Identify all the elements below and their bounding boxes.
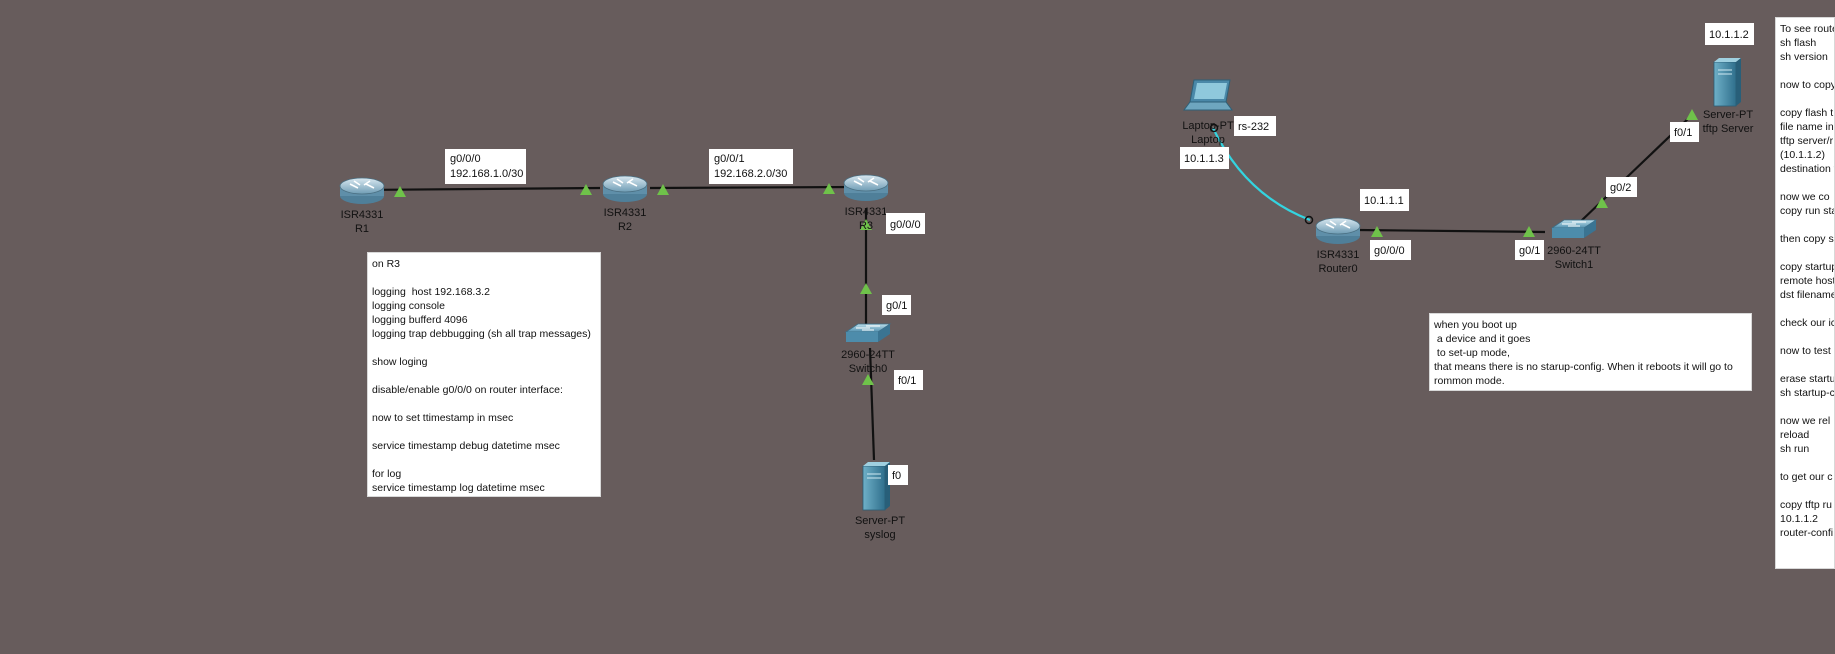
svg-text:10.1.1.3: 10.1.1.3: [1184, 153, 1224, 165]
svg-text:g0/1: g0/1: [1519, 245, 1540, 257]
device-model: Server-PT: [1703, 109, 1753, 121]
device-switch1[interactable]: 2960-24TT Switch1: [1547, 219, 1601, 271]
server-icon: [862, 461, 891, 511]
device-router0[interactable]: ISR4331 Router0: [1315, 217, 1361, 275]
note-r3-logging[interactable]: on R3 logging host 192.168.3.2 logging c…: [367, 252, 601, 497]
server-icon: [1713, 57, 1742, 107]
network-label: 192.168.2.0/30: [714, 168, 787, 180]
device-model: ISR4331: [1317, 249, 1360, 261]
console-port-laptop: [1209, 123, 1219, 133]
device-r3[interactable]: ISR4331 R3: [843, 174, 889, 232]
device-model: ISR4331: [845, 206, 888, 218]
label-syslog-port[interactable]: f0: [888, 465, 908, 485]
device-model: Laptop-PT: [1182, 120, 1234, 132]
network-label: 192.168.1.0/30: [450, 168, 523, 180]
switch-icon: [1551, 219, 1597, 239]
svg-text:rs-232: rs-232: [1238, 121, 1269, 133]
cable-r2-r3[interactable]: [649, 185, 859, 190]
svg-text:10.1.1.2: 10.1.1.2: [1709, 29, 1749, 41]
link-up-icon: [394, 186, 406, 197]
device-name: Laptop: [1191, 134, 1225, 146]
device-model: 2960-24TT: [1547, 245, 1601, 257]
device-name: Switch0: [849, 363, 888, 375]
console-port-router0: [1304, 215, 1314, 225]
svg-text:g0/2: g0/2: [1610, 182, 1631, 194]
device-laptop[interactable]: Laptop-PT Laptop: [1182, 79, 1234, 146]
device-name: R3: [859, 220, 873, 232]
svg-text:f0/1: f0/1: [898, 375, 916, 387]
note-boot-modes[interactable]: when you boot up a device and it goes to…: [1429, 313, 1752, 391]
device-model: ISR4331: [341, 209, 384, 221]
link-up-icon: [1686, 109, 1698, 120]
device-name: syslog: [864, 529, 895, 541]
device-tftp-server[interactable]: Server-PT tftp Server: [1703, 57, 1754, 135]
svg-text:g0/1: g0/1: [886, 300, 907, 312]
label-r1-r2[interactable]: g0/0/0 192.168.1.0/30: [445, 149, 526, 184]
svg-text:g0/0/0: g0/0/0: [1374, 245, 1405, 257]
device-model: ISR4331: [604, 207, 647, 219]
label-console[interactable]: rs-232: [1234, 116, 1276, 136]
device-r1[interactable]: ISR4331 R1: [339, 177, 385, 235]
label-switch1-up[interactable]: g0/2: [1606, 177, 1637, 197]
svg-text:f0/1: f0/1: [1674, 127, 1692, 139]
router-icon: [602, 175, 648, 203]
device-syslog[interactable]: Server-PT syslog: [855, 461, 905, 541]
interface-label: g0/0/1: [714, 153, 745, 165]
laptop-icon: [1183, 79, 1233, 111]
label-switch0-down[interactable]: f0/1: [894, 370, 923, 390]
switch-icon: [845, 323, 891, 343]
note-router-commands[interactable]: To see route sh flash sh version now to …: [1775, 17, 1835, 569]
svg-text:g0/0/0: g0/0/0: [890, 219, 921, 231]
device-name: R2: [618, 221, 632, 233]
label-tftp-ip[interactable]: 10.1.1.2: [1705, 23, 1754, 45]
label-r3-port[interactable]: g0/0/0: [886, 213, 925, 234]
router-icon: [843, 174, 889, 202]
label-laptop-ip[interactable]: 10.1.1.3: [1180, 147, 1229, 169]
link-up-icon: [862, 374, 874, 385]
device-model: Server-PT: [855, 515, 905, 527]
device-switch0[interactable]: 2960-24TT Switch0: [841, 323, 895, 375]
svg-text:f0: f0: [892, 470, 901, 482]
cable-switch0-syslog[interactable]: [868, 347, 876, 461]
interface-label: g0/0/0: [450, 153, 481, 165]
router-icon: [339, 177, 385, 205]
label-switch0-up[interactable]: g0/1: [882, 295, 911, 315]
link-up-icon: [657, 184, 669, 195]
device-name: Switch1: [1555, 259, 1594, 271]
device-name: R1: [355, 223, 369, 235]
link-up-icon: [860, 219, 872, 230]
link-up-icon: [860, 283, 872, 294]
cable-console-laptop-router0[interactable]: [1212, 127, 1311, 222]
device-r2[interactable]: ISR4331 R2: [602, 175, 648, 233]
device-name: tftp Server: [1703, 123, 1754, 135]
link-up-icon: [823, 183, 835, 194]
label-router0-port[interactable]: g0/0/0: [1370, 240, 1411, 260]
link-up-icon: [580, 184, 592, 195]
device-model: 2960-24TT: [841, 349, 895, 361]
device-name: Router0: [1318, 263, 1357, 275]
cable-r1-r2[interactable]: [359, 186, 601, 192]
label-tftp-port[interactable]: f0/1: [1670, 122, 1699, 142]
label-switch1-left[interactable]: g0/1: [1515, 240, 1544, 260]
svg-text:10.1.1.1: 10.1.1.1: [1364, 195, 1404, 207]
router-icon: [1315, 217, 1361, 245]
link-up-icon: [1596, 197, 1608, 208]
link-up-icon: [1523, 226, 1535, 237]
label-router0-ip[interactable]: 10.1.1.1: [1360, 189, 1409, 211]
label-r2-r3[interactable]: g0/0/1 192.168.2.0/30: [709, 149, 793, 184]
cable-router0-switch1[interactable]: [1357, 228, 1546, 234]
link-up-icon: [1371, 226, 1383, 237]
